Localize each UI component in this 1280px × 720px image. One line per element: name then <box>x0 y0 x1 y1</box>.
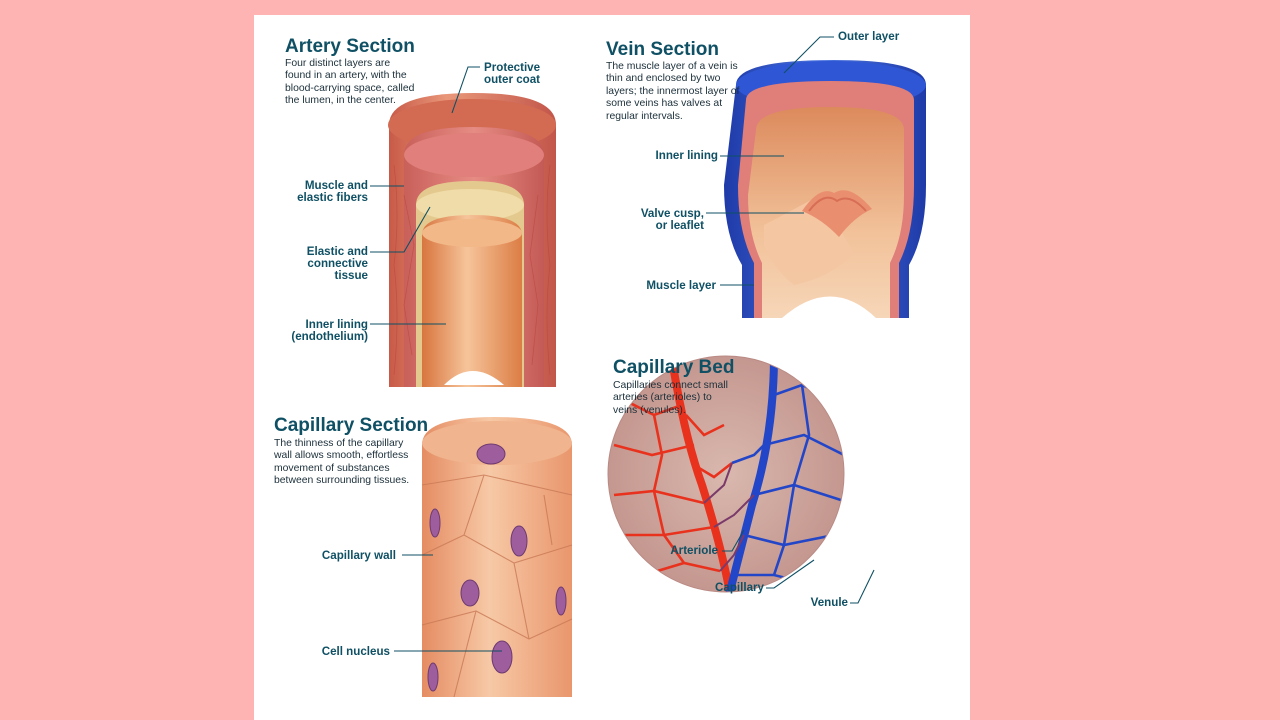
vein-section-description: The muscle layer of a vein is thin and e… <box>606 61 740 122</box>
capillary-label-wall: Capillary wall <box>321 549 396 562</box>
artery-illustration <box>388 93 556 387</box>
capillary-section-illustration <box>421 417 573 698</box>
capillary-bed-label-venule: Venule <box>810 596 848 609</box>
capillary-bed-description: Capillaries connect small arteries (arte… <box>613 380 728 416</box>
vein-label-muscle-layer: Muscle layer <box>646 279 716 292</box>
artery-section-title: Artery Section <box>285 36 415 57</box>
capillary-bed-illustration <box>608 356 844 592</box>
vein-label-outer-layer: Outer layer <box>838 30 900 43</box>
artery-label-elastic: Elastic and connective tissue <box>306 245 368 282</box>
artery-label-outer-coat: Protective outer coat <box>484 61 541 86</box>
vein-illustration <box>724 60 926 318</box>
capillary-bed-label-capillary: Capillary <box>715 581 764 594</box>
capillary-section-title: Capillary Section <box>274 415 429 436</box>
artery-label-muscle: Muscle and elastic fibers <box>297 179 368 204</box>
capillary-bed-label-arteriole: Arteriole <box>670 544 718 557</box>
vein-label-inner-lining: Inner lining <box>655 149 718 162</box>
vein-section-title: Vein Section <box>606 39 719 60</box>
blood-vessel-illustrations <box>370 36 926 698</box>
artery-label-inner-lining: Inner lining (endothelium) <box>291 318 368 343</box>
capillary-section-description: The thinness of the capillary wall allow… <box>274 438 410 487</box>
diagram-sheet: Artery Section Four distinct layers are … <box>254 15 970 720</box>
artery-section-description: Four distinct layers are found in an art… <box>285 58 415 107</box>
capillary-label-cell-nucleus: Cell nucleus <box>321 645 390 658</box>
capillary-bed-title: Capillary Bed <box>613 357 735 378</box>
vein-label-valve-cusp: Valve cusp, or leaflet <box>640 207 704 232</box>
leader-lines <box>370 36 875 652</box>
